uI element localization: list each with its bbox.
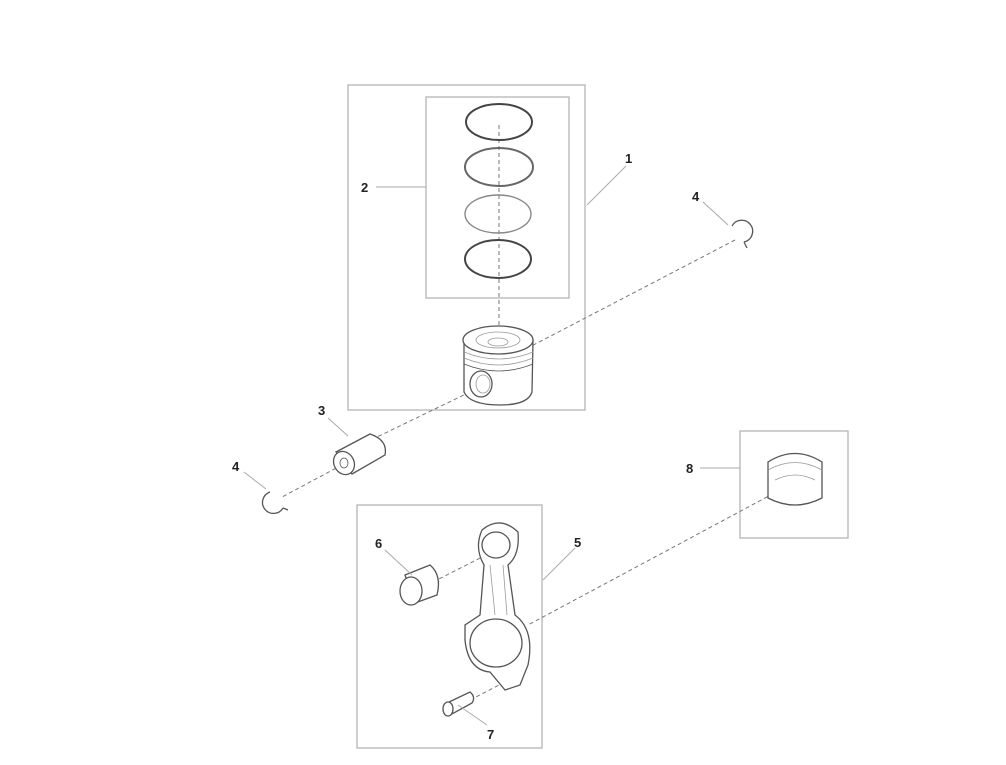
callout-4-left: 4 bbox=[232, 459, 240, 474]
callout-3: 3 bbox=[318, 403, 325, 418]
connecting-rod bbox=[464, 522, 531, 691]
callout-5: 5 bbox=[574, 535, 581, 550]
callout-8: 8 bbox=[686, 461, 693, 476]
ring-set-frame bbox=[425, 96, 570, 299]
bearing-frame bbox=[739, 430, 849, 539]
callout-4-right: 4 bbox=[692, 189, 700, 204]
connecting-rod-frame bbox=[356, 504, 543, 749]
callout-7: 7 bbox=[487, 727, 494, 742]
leader-lines bbox=[243, 165, 740, 726]
callout-1: 1 bbox=[625, 151, 632, 166]
rod-bearing bbox=[767, 452, 823, 506]
snap-ring-right bbox=[731, 219, 754, 249]
snap-ring-left bbox=[261, 491, 289, 515]
small-end-bushing bbox=[399, 564, 440, 606]
callout-2: 2 bbox=[361, 180, 368, 195]
piston bbox=[462, 325, 534, 406]
callout-6: 6 bbox=[375, 536, 382, 551]
piston-rings bbox=[464, 103, 534, 279]
piston-assembly-frame bbox=[347, 84, 586, 411]
assembly-lines bbox=[281, 125, 781, 701]
piston-pin bbox=[332, 433, 387, 476]
rod-bolt bbox=[442, 691, 475, 717]
